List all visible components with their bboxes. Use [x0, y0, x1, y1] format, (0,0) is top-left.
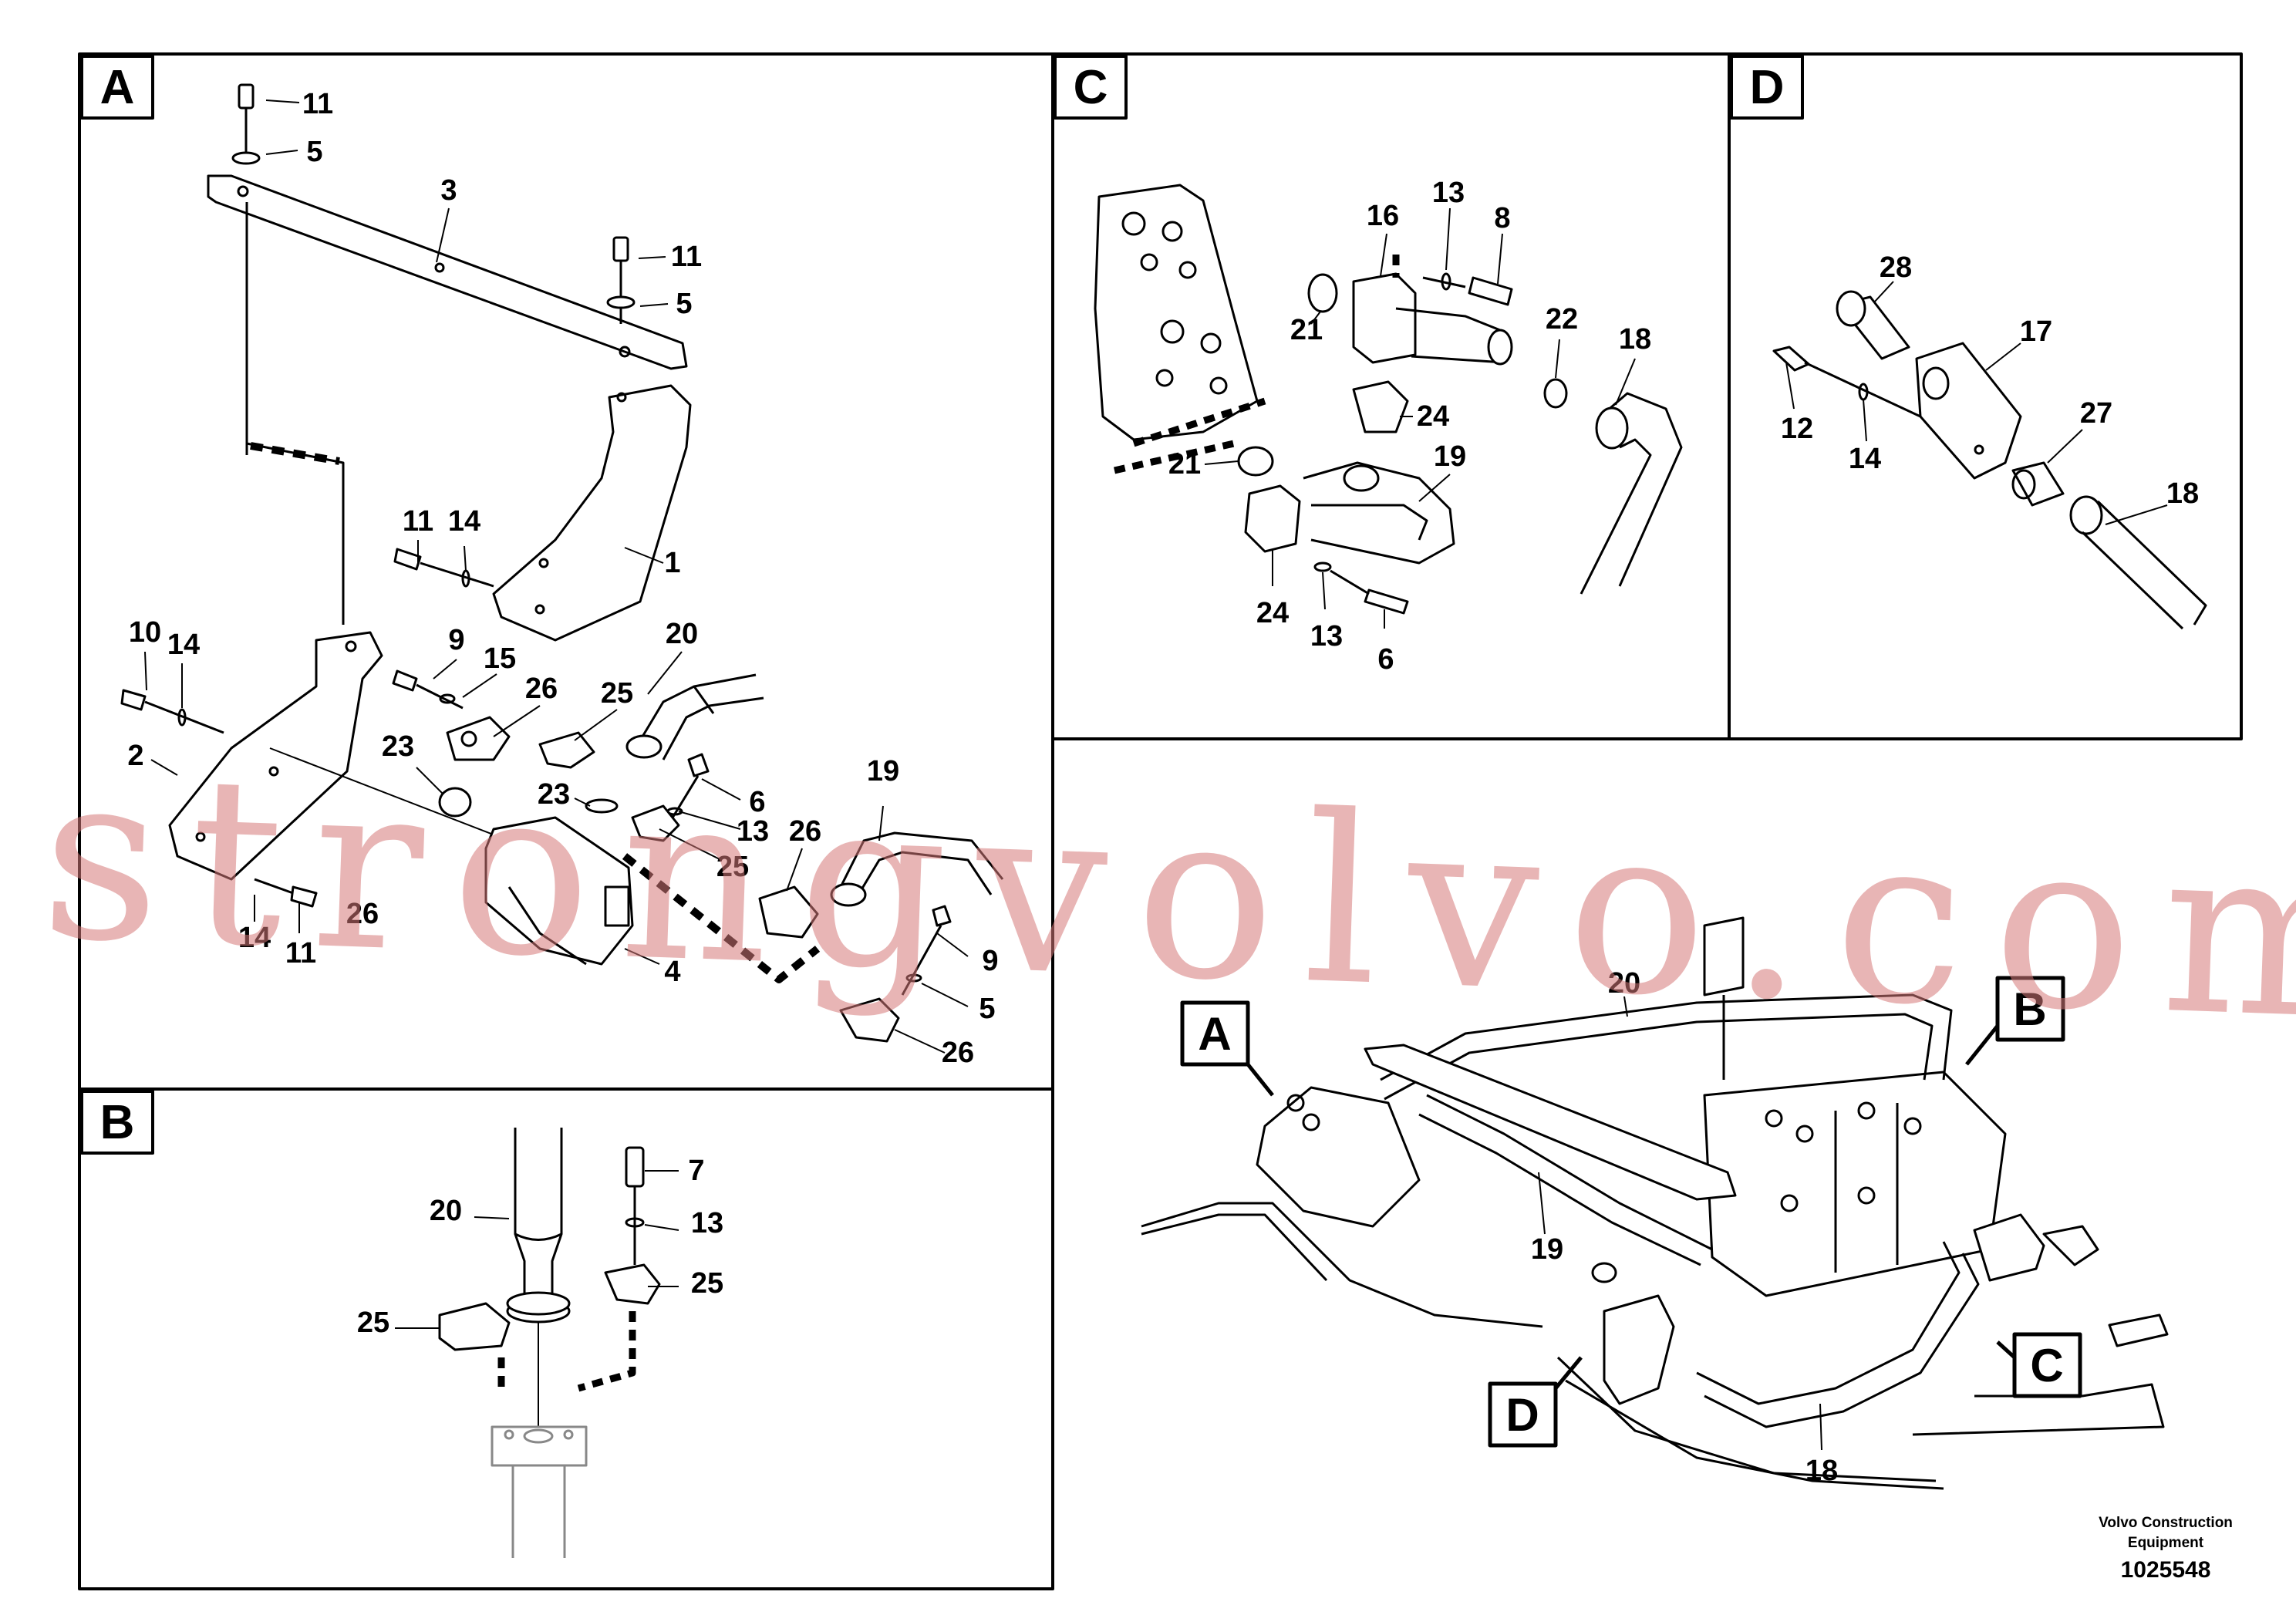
panel-a-drawing: [120, 83, 1004, 1043]
panel-d-frame: [1728, 52, 2243, 740]
panel-d-drawing: [1772, 290, 2207, 630]
panel-b-frame: [78, 1088, 1054, 1590]
panel-b-letter-box: [80, 1090, 154, 1155]
overview-drawing: [1141, 916, 2169, 1490]
panel-b-drawing: [438, 1128, 661, 1558]
panel-a-letter-box: [80, 55, 154, 120]
panel-d-letter-box: [1730, 55, 1804, 120]
panel-c-letter-box: [1054, 55, 1128, 120]
panel-c-drawing: [1094, 184, 1683, 615]
leader-lines: [144, 99, 2168, 1451]
